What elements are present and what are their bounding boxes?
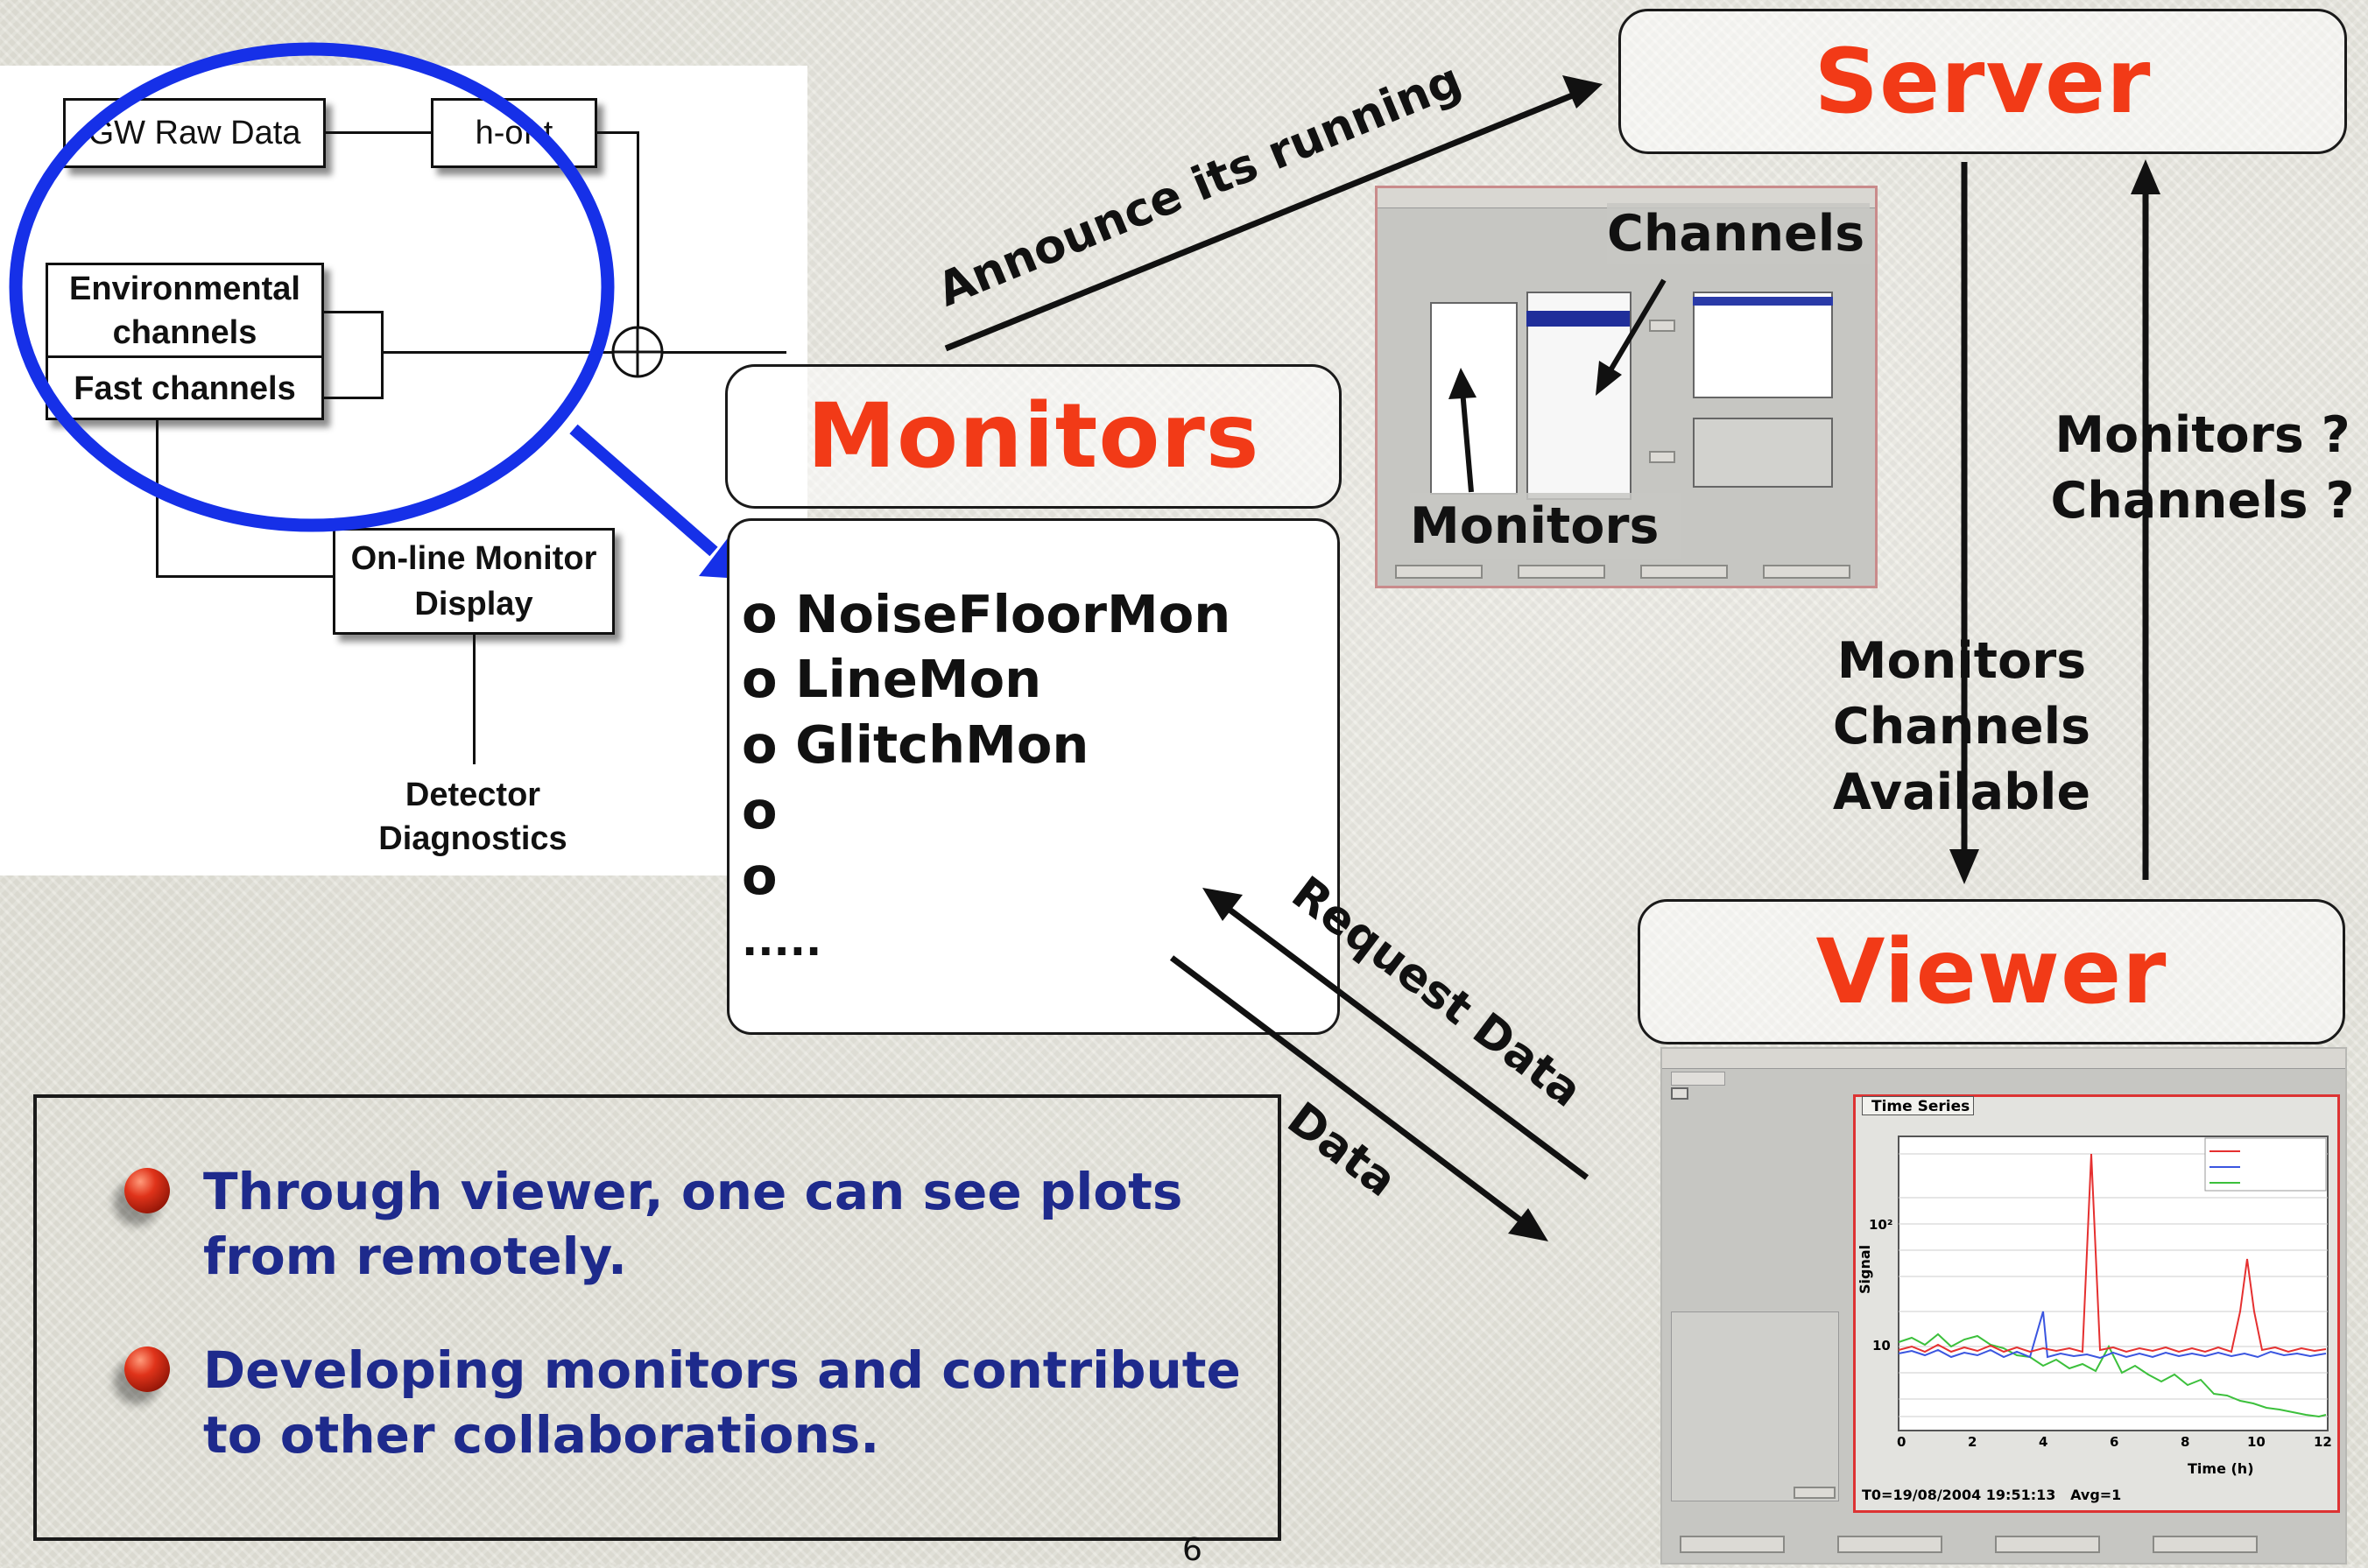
- bullet-icon: [124, 1347, 170, 1392]
- y-axis-label: Signal: [1857, 1244, 1873, 1294]
- x-tick: 8: [2181, 1434, 2190, 1450]
- environmental-label: Environmental: [69, 271, 300, 307]
- y-tick-high: 10²: [1869, 1217, 1893, 1233]
- announce-arrowhead-icon: [1562, 75, 1603, 109]
- x-tick: 2: [1968, 1434, 1977, 1450]
- y-tick-low: 10: [1872, 1338, 1891, 1354]
- plot-footer: T0=19/08/2004 19:51:13 Avg=1: [1862, 1487, 2122, 1503]
- data-arrow: [1169, 955, 1528, 1227]
- data-arrowhead-icon: [1508, 1208, 1548, 1241]
- available-label: Monitors Channels Available: [1832, 632, 2091, 821]
- online-monitor-label: On-line Monitor: [350, 540, 597, 577]
- monitor-list: o NoiseFloorMon o LineMon o GlitchMon o …: [727, 518, 1340, 1035]
- server-title: Server: [1814, 29, 2152, 134]
- monitors-box: Monitors: [725, 364, 1342, 509]
- monitor-list-item: o GlitchMon: [742, 714, 1089, 775]
- detector-diagnostics-label: Detector Diagnostics: [378, 777, 567, 857]
- summing-junction-icon: [611, 326, 664, 378]
- highlight-ellipse: [9, 42, 615, 532]
- monitor-list-item: o LineMon: [742, 649, 1042, 709]
- announce-arrow: [944, 91, 1576, 352]
- x-axis-label: Time (h): [2188, 1460, 2254, 1477]
- request-data-arrowhead-icon: [1202, 888, 1243, 921]
- server-to-viewer-arrowhead-icon: [1949, 849, 1979, 884]
- highlight-arrow: [569, 424, 718, 557]
- block-diagram-panel: GW Raw Data h-of-t Environmental channel…: [0, 66, 807, 875]
- environmental-channels-box: Environmental channels Fast channels: [46, 263, 324, 420]
- viewer-title: Viewer: [1815, 919, 2167, 1024]
- time-series-tab: Time Series: [1862, 1096, 1974, 1115]
- monitor-list-item: o NoiseFloorMon: [742, 584, 1231, 644]
- monitor-list-item: o: [742, 846, 778, 906]
- viewer-to-server-arrowhead-icon: [2131, 159, 2160, 194]
- x-tick: 6: [2110, 1434, 2119, 1450]
- online-monitor-display-box: On-line Monitor Display: [333, 528, 615, 635]
- fast-channels-label: Fast channels: [74, 370, 296, 407]
- page-number: 6: [1182, 1532, 1202, 1568]
- x-tick: 4: [2039, 1434, 2048, 1450]
- gui-monitors-label: Monitors: [1410, 493, 1681, 559]
- display-label: Display: [414, 586, 533, 622]
- x-tick: 12: [2314, 1434, 2332, 1450]
- note-item: Through viewer, one can see plots from r…: [203, 1162, 1183, 1286]
- viewer-gui-screenshot: Time Series Signal 10² 10 0 2 4 6 8 10 1…: [1660, 1047, 2347, 1564]
- monitor-list-item: o: [742, 780, 778, 840]
- x-tick: 0: [1897, 1434, 1906, 1450]
- query-label: Monitors ? Channels ?: [2050, 406, 2355, 530]
- h-of-t-box: h-of-t: [431, 98, 597, 168]
- server-box: Server: [1618, 9, 2347, 154]
- monitor-list-ellipsis: .....: [742, 917, 822, 966]
- monitors-pointer-arrowhead-icon: [1448, 368, 1476, 399]
- note-item: Developing monitors and contribute to ot…: [203, 1340, 1241, 1465]
- channels-label: channels: [112, 314, 257, 351]
- gui-channels-label: Channels: [1607, 203, 1870, 264]
- time-series-plot: [1898, 1136, 2329, 1431]
- monitors-title: Monitors: [807, 384, 1260, 489]
- bullet-icon: [124, 1168, 170, 1213]
- notes-box: Through viewer, one can see plots from r…: [33, 1094, 1281, 1541]
- x-tick: 10: [2247, 1434, 2266, 1450]
- channels-pointer-arrowhead-icon: [1596, 361, 1622, 396]
- request-data-arrow: [1223, 904, 1589, 1180]
- viewer-box: Viewer: [1638, 899, 2345, 1044]
